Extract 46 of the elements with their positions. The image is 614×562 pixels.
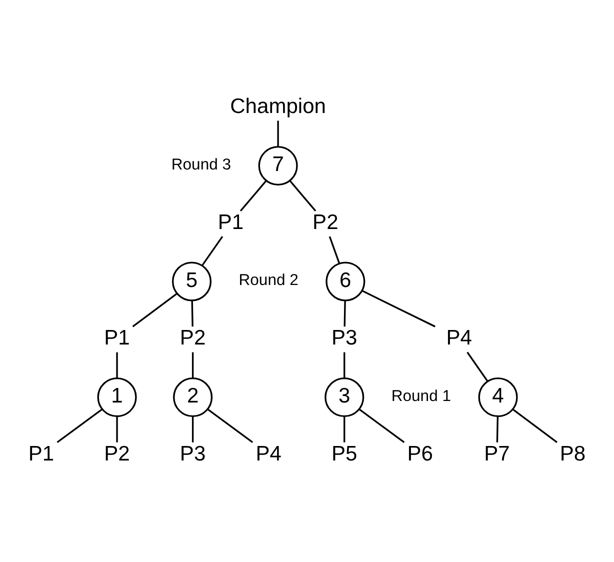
node-text: P3 <box>331 326 358 350</box>
node-text: P6 <box>407 442 434 465</box>
node-text: P3 <box>180 442 206 465</box>
connector <box>191 300 194 326</box>
node-circle: 6 <box>326 261 366 301</box>
node-text: P1 <box>28 442 54 465</box>
label: Round 2 <box>238 272 298 289</box>
connector <box>344 300 346 326</box>
connector <box>277 120 279 146</box>
node-text: P2 <box>104 442 130 465</box>
node-text: P5 <box>331 442 358 465</box>
connector <box>289 180 316 211</box>
connector <box>56 408 103 443</box>
node-circle: 4 <box>478 376 518 417</box>
node-circle: 7 <box>258 145 298 186</box>
node-text: P1 <box>104 326 130 350</box>
connector <box>344 352 346 378</box>
label: Round 1 <box>391 387 451 404</box>
connector <box>362 290 436 327</box>
connector <box>132 292 178 327</box>
node-circle: 2 <box>173 376 213 417</box>
connector <box>466 351 488 382</box>
node-text: P8 <box>560 442 586 465</box>
connector <box>192 416 194 442</box>
connector <box>116 416 118 442</box>
node-text: P2 <box>180 326 206 350</box>
label: Round 3 <box>171 156 232 173</box>
connector <box>240 180 267 211</box>
node-circle: 1 <box>97 376 137 417</box>
node-text: Champion <box>230 94 326 118</box>
connector <box>116 352 118 378</box>
node-text: P1 <box>218 210 244 234</box>
connector <box>358 408 405 443</box>
connector <box>207 408 254 443</box>
connector <box>192 352 194 378</box>
node-text: P7 <box>484 442 510 465</box>
connector <box>328 236 340 264</box>
node-text: P2 <box>312 210 338 234</box>
node-text: P4 <box>256 442 282 465</box>
node-circle: 3 <box>324 376 364 417</box>
connector <box>512 408 558 443</box>
node-circle: 5 <box>172 261 212 301</box>
connector <box>344 416 346 442</box>
node-text: P4 <box>446 326 472 350</box>
connector <box>202 236 224 266</box>
connector <box>496 416 499 442</box>
